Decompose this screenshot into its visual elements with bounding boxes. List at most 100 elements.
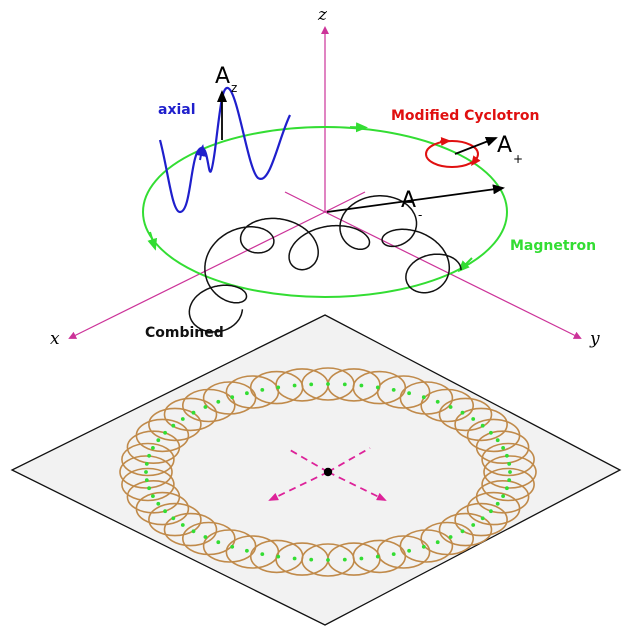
projected-loop <box>481 467 535 502</box>
projected-dot <box>151 494 155 498</box>
projected-dot <box>230 544 235 549</box>
projected-dot <box>460 529 465 534</box>
axial-arrow <box>195 144 206 161</box>
projected-loop <box>475 430 530 465</box>
axis-label-z: z <box>317 5 328 25</box>
projected-dot <box>163 509 168 514</box>
magnetron-arrow-left <box>147 231 158 251</box>
label-a-minus-subscript: - <box>418 208 422 222</box>
label-a-plus-subscript: + <box>513 152 523 166</box>
axial-oscillation <box>158 86 291 214</box>
projected-loop <box>148 502 202 537</box>
projected-dot <box>421 544 426 549</box>
projected-dot <box>180 417 185 421</box>
projected-dot <box>180 523 185 527</box>
x-axis <box>68 211 326 339</box>
projected-dot <box>260 388 265 392</box>
projected-dot <box>489 509 493 514</box>
projected-loop <box>119 455 173 489</box>
projected-dot <box>144 462 149 466</box>
projected-dot <box>480 423 485 428</box>
projected-dot <box>171 423 176 428</box>
projected-dot <box>471 417 476 421</box>
projected-dot <box>407 548 411 553</box>
projected-magnetron-orbit <box>144 382 512 562</box>
projected-dot <box>230 395 235 400</box>
label-combined: Combined <box>145 325 224 341</box>
projected-combined-orbit <box>119 367 537 577</box>
cyclotron-arrow-right <box>471 155 481 166</box>
projected-loop <box>454 407 508 442</box>
projected-loop <box>399 381 454 415</box>
y-axis <box>324 211 582 339</box>
projected-dot <box>480 516 485 521</box>
projected-dot <box>144 470 148 474</box>
projected-dot <box>326 382 330 386</box>
projected-dot <box>501 494 505 498</box>
projected-dot <box>144 478 149 482</box>
projected-dot <box>216 540 221 545</box>
projected-dot <box>421 395 426 400</box>
projected-dot <box>507 462 512 466</box>
projected-dot <box>276 385 281 390</box>
projected-loop <box>376 375 431 409</box>
vector-a-minus <box>326 184 505 213</box>
projected-dot <box>505 486 509 491</box>
projected-dot <box>342 382 347 387</box>
projected-loop <box>182 388 236 423</box>
label-a-plus: A <box>497 133 512 158</box>
projected-dot <box>391 388 396 392</box>
projected-dot <box>151 446 155 450</box>
projected-dot <box>501 446 505 450</box>
magnetron-orbit <box>142 126 508 298</box>
label-axial: axial <box>158 102 196 118</box>
vector-a-plus <box>454 136 498 155</box>
projection-center-dot <box>323 467 333 477</box>
projected-dot <box>191 529 196 534</box>
label-a-z: A <box>215 64 230 89</box>
projected-dot <box>471 523 476 527</box>
projected-dot <box>375 385 380 390</box>
projected-dot <box>435 399 440 404</box>
projected-dot <box>156 438 161 443</box>
projected-loop <box>126 479 181 514</box>
projected-dot <box>489 430 493 435</box>
projected-dot <box>505 453 509 458</box>
projected-dot <box>448 405 453 409</box>
projected-dot <box>276 554 281 559</box>
projected-loop <box>121 467 175 502</box>
projected-loop <box>420 521 475 556</box>
projected-dot <box>508 470 512 474</box>
projected-dot <box>309 382 314 387</box>
projected-loop <box>163 512 218 547</box>
label-a-minus: A <box>401 188 416 213</box>
projected-loop <box>466 491 521 526</box>
projected-dot <box>147 486 152 491</box>
projected-dot <box>435 540 440 545</box>
projected-dot <box>359 556 364 561</box>
label-a-z-subscript: z <box>231 81 237 95</box>
projected-dot <box>342 557 347 562</box>
projected-dot <box>171 516 176 521</box>
projected-dot <box>245 391 249 396</box>
projected-dot <box>448 535 453 539</box>
projected-dot <box>375 554 380 559</box>
projected-loop <box>454 502 508 537</box>
axis-label-y: y <box>589 329 600 349</box>
projected-loop <box>148 407 202 442</box>
projected-dot <box>391 552 396 556</box>
projected-dot <box>292 383 297 388</box>
projected-dot <box>260 552 265 556</box>
projected-dot <box>203 405 208 409</box>
projected-loop <box>182 521 236 556</box>
projected-loop <box>483 455 537 489</box>
projected-loop <box>225 535 280 569</box>
combined-trajectory <box>188 195 462 333</box>
projected-loop <box>420 388 475 423</box>
projected-loop <box>121 442 175 477</box>
projected-dot <box>495 501 500 506</box>
label-modified-cyclotron: Modified Cyclotron <box>391 108 539 124</box>
projected-dot <box>407 391 411 396</box>
axis-back-right <box>324 191 366 213</box>
